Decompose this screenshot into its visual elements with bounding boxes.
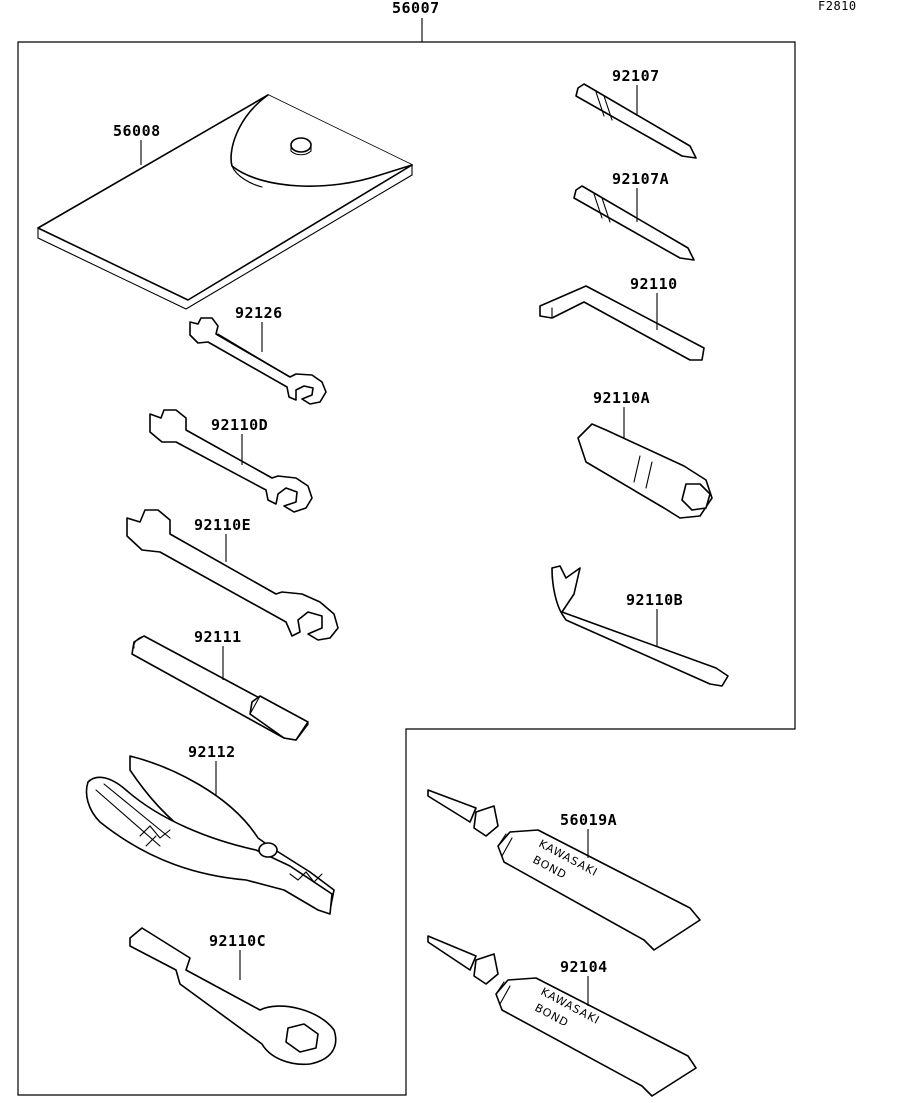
bond-tube-56019A-drawing[interactable] xyxy=(427,789,701,951)
part-label-92110E[interactable]: 92110E xyxy=(194,516,251,534)
wrench-92126-drawing[interactable] xyxy=(189,317,327,405)
diagram-code: F2810 xyxy=(818,0,857,13)
part-label-56008[interactable]: 56008 xyxy=(113,122,161,140)
part-label-92110B[interactable]: 92110B xyxy=(626,591,683,609)
tool-pouch-drawing[interactable] xyxy=(37,94,413,310)
part-label-92107A[interactable]: 92107A xyxy=(612,170,669,188)
part-label-92126[interactable]: 92126 xyxy=(235,304,283,322)
hex-key-92110-drawing[interactable] xyxy=(539,285,705,361)
assembly-frame xyxy=(17,41,796,1096)
part-label-92112[interactable]: 92112 xyxy=(188,743,236,761)
assembly-part-number[interactable]: 56007 xyxy=(392,0,440,17)
part-label-92110[interactable]: 92110 xyxy=(630,275,678,293)
hook-wrench-92110B-drawing[interactable] xyxy=(551,565,729,687)
screwdriver-92107A-drawing[interactable] xyxy=(573,185,695,261)
wrench-92110C-drawing[interactable] xyxy=(129,927,337,1066)
screwdriver-92107-drawing[interactable] xyxy=(575,83,697,159)
part-label-92110D[interactable]: 92110D xyxy=(211,416,268,434)
pliers-92112-drawing[interactable] xyxy=(85,755,335,915)
part-label-92110A[interactable]: 92110A xyxy=(593,389,650,407)
bond-tube-92104-drawing[interactable] xyxy=(427,935,697,1097)
part-label-92110C[interactable]: 92110C xyxy=(209,932,266,950)
part-label-56019A[interactable]: 56019A xyxy=(560,811,617,829)
part-label-92107[interactable]: 92107 xyxy=(612,67,660,85)
part-label-92111[interactable]: 92111 xyxy=(194,628,242,646)
handle-92111-drawing[interactable] xyxy=(131,635,309,741)
wrench-92110E-drawing[interactable] xyxy=(126,509,339,641)
wrench-92110D-drawing[interactable] xyxy=(149,409,313,513)
part-label-92104[interactable]: 92104 xyxy=(560,958,608,976)
socket-92110A-drawing[interactable] xyxy=(577,423,713,519)
